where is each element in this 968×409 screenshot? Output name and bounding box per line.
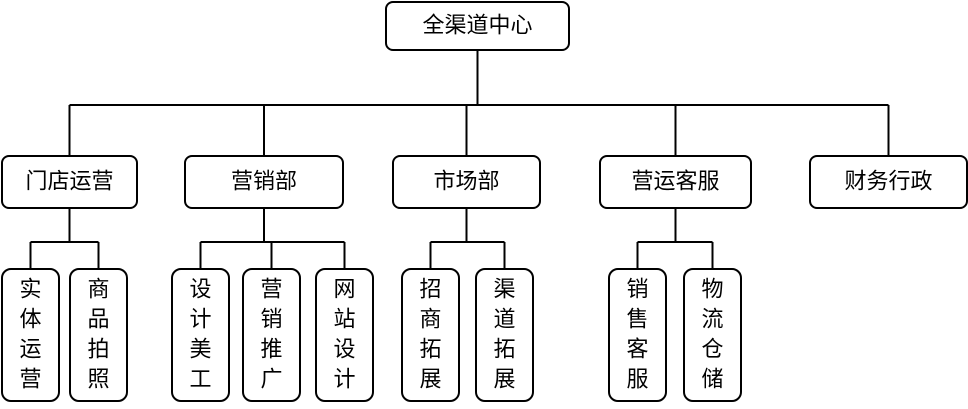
team-node-0-0-box xyxy=(1,268,60,402)
team-node-1-2-box xyxy=(315,268,374,402)
team-node-3-1-box xyxy=(683,268,742,402)
department-node-0-box xyxy=(1,155,138,209)
team-node-0-0: 实体运营 xyxy=(1,268,60,402)
team-node-1-1-box xyxy=(242,268,301,402)
team-node-0-1-box xyxy=(69,268,128,402)
team-node-3-0: 销售客服 xyxy=(608,268,667,402)
department-node-3-box xyxy=(599,155,752,209)
department-node-4: 财务行政 xyxy=(809,155,968,209)
team-node-3-0-box xyxy=(608,268,667,402)
team-node-1-2-label: 网站设计 xyxy=(333,278,355,393)
team-node-1-1: 营销推广 xyxy=(242,268,301,402)
department-node-2-label: 市场部 xyxy=(433,170,499,195)
team-node-0-0-label: 实体运营 xyxy=(19,278,41,393)
team-node-2-1-label: 渠道拓展 xyxy=(493,278,515,393)
team-node-2-0-box xyxy=(401,268,460,402)
department-node-3: 营运客服 xyxy=(599,155,752,209)
team-node-2-0-label: 招商拓展 xyxy=(419,278,441,393)
team-node-2-1-box xyxy=(475,268,534,402)
department-node-0-label: 门店运营 xyxy=(25,170,113,195)
connector-lines xyxy=(29,50,890,269)
root-node-box xyxy=(385,1,570,51)
team-node-3-1: 物流仓储 xyxy=(683,268,742,402)
department-node-0: 门店运营 xyxy=(1,155,138,209)
department-node-3-label: 营运客服 xyxy=(631,170,719,195)
department-node-2: 市场部 xyxy=(392,155,541,209)
department-node-4-box xyxy=(809,155,968,209)
department-node-1-label: 营销部 xyxy=(231,170,297,195)
root-node: 全渠道中心 xyxy=(385,1,570,51)
root-node-label: 全渠道中心 xyxy=(422,14,532,39)
team-node-1-2: 网站设计 xyxy=(315,268,374,402)
team-node-0-1: 商品拍照 xyxy=(69,268,128,402)
team-node-1-0: 设计美工 xyxy=(171,268,230,402)
team-node-3-1-label: 物流仓储 xyxy=(701,278,723,393)
department-node-2-box xyxy=(392,155,541,209)
team-node-1-0-label: 设计美工 xyxy=(189,278,211,393)
team-node-3-0-label: 销售客服 xyxy=(626,278,648,393)
team-node-2-0: 招商拓展 xyxy=(401,268,460,402)
team-node-0-1-label: 商品拍照 xyxy=(87,278,109,393)
department-node-1-box xyxy=(184,155,344,209)
team-node-1-0-box xyxy=(171,268,230,402)
department-node-1: 营销部 xyxy=(184,155,344,209)
team-node-1-1-label: 营销推广 xyxy=(260,278,282,393)
team-node-2-1: 渠道拓展 xyxy=(475,268,534,402)
department-node-4-label: 财务行政 xyxy=(844,170,932,195)
